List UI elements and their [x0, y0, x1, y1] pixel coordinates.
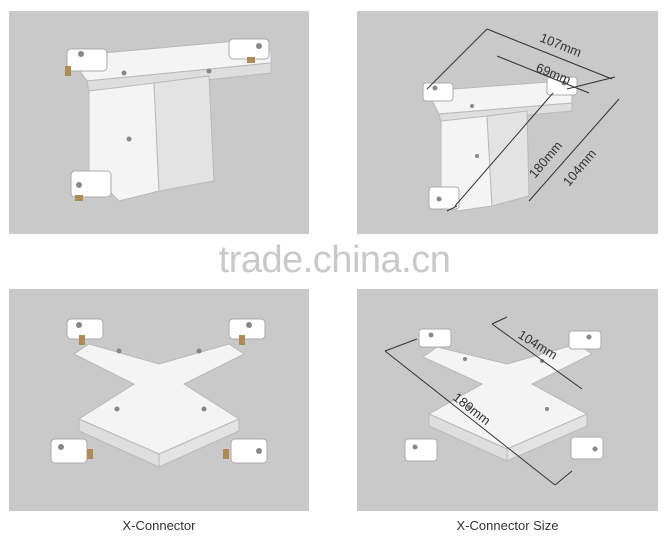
x-connector-photo — [9, 289, 309, 511]
dimension-label: 104mm — [560, 146, 599, 189]
x-connector-caption: X-Connector — [122, 518, 196, 533]
watermark: trade.china.cn — [218, 239, 451, 281]
x-connector-size-caption: X-Connector Size — [456, 518, 559, 533]
dimension-label: 107mm — [538, 30, 584, 60]
t-connector-photo — [9, 11, 309, 234]
t-connector-dimension-photo: 107mm 69mm 180mm 104mm — [357, 11, 658, 234]
dimension-label: 180mm — [526, 138, 565, 181]
x-connector-dimension-photo: 104mm 180mm — [357, 289, 658, 511]
